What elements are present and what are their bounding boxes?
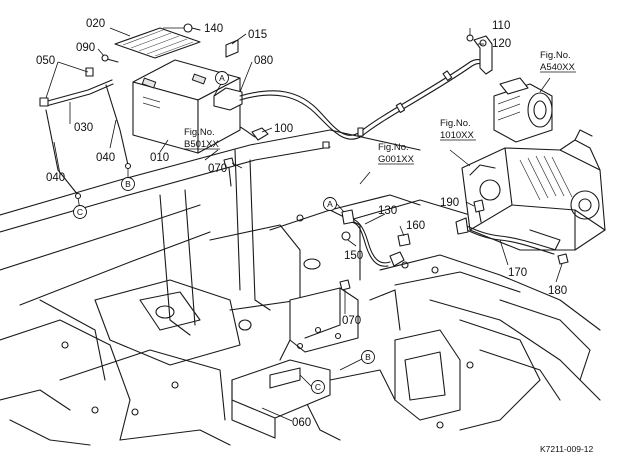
frame-chassis (0, 129, 601, 446)
starter-motor (493, 77, 553, 143)
svg-text:A: A (327, 199, 333, 209)
callout-190: 190 (440, 197, 459, 209)
connector-c-top: C (73, 205, 87, 219)
callout-030: 030 (74, 122, 93, 134)
callout-010: 010 (150, 152, 169, 164)
callout-110: 110 (492, 20, 510, 32)
callout-130: 130 (378, 205, 397, 217)
cable-100 (239, 126, 269, 141)
cable-080 (239, 59, 493, 149)
screw-140 (183, 23, 201, 33)
callout-040-right: 040 (96, 152, 115, 164)
callout-180: 180 (548, 285, 567, 297)
svg-text:C: C (77, 207, 83, 217)
svg-text:B: B (125, 179, 131, 189)
bolt-180 (557, 253, 569, 265)
svg-text:B501XX: B501XX (184, 139, 220, 150)
plate-015 (225, 39, 239, 58)
connector-b-top: B (121, 177, 135, 191)
callout-020: 020 (86, 18, 105, 30)
battery-hold (39, 67, 132, 200)
bolt-090 (101, 54, 119, 63)
figure-references: Fig.No. B501XX Fig.No. G001XX Fig.No. A5… (184, 50, 576, 165)
nut-150 (341, 231, 351, 241)
cable-130 (341, 209, 405, 267)
svg-text:C: C (315, 382, 321, 392)
svg-text:A540XX: A540XX (540, 62, 576, 73)
callout-070-upper: 070 (208, 163, 227, 175)
fig-ref-a540xx: Fig.No. A540XX (540, 50, 576, 73)
callout-160: 160 (406, 220, 425, 232)
bolt-190 (473, 199, 485, 223)
svg-text:A: A (219, 73, 225, 83)
battery-bracket (231, 287, 359, 439)
svg-text:1010XX: 1010XX (440, 130, 474, 141)
connector-a-mid: A (323, 197, 337, 211)
fig-ref-b501xx: Fig.No. B501XX (184, 127, 220, 150)
callout-120: 120 (492, 38, 511, 50)
callout-150: 150 (344, 250, 363, 262)
svg-text:Fig.No.: Fig.No. (378, 142, 409, 153)
svg-text:Fig.No.: Fig.No. (540, 50, 571, 61)
engine (461, 129, 606, 251)
callout-140: 140 (204, 23, 223, 35)
drawing-number: K7211-009-12 (540, 444, 594, 454)
callout-100: 100 (274, 123, 293, 135)
bolt-070-upper (223, 157, 235, 187)
svg-text:B: B (365, 352, 371, 362)
svg-text:G001XX: G001XX (378, 154, 415, 165)
callout-080: 080 (254, 55, 273, 67)
terminal-cover (213, 87, 243, 111)
battery-cover (114, 27, 201, 59)
callout-060: 060 (292, 417, 311, 429)
callout-050: 050 (36, 55, 55, 67)
fig-ref-g001xx: Fig.No. G001XX (378, 142, 415, 165)
fig-ref-1010xx: Fig.No. 1010XX (440, 118, 476, 141)
bolt-160 (397, 233, 411, 247)
bolt-070-lower (339, 279, 351, 291)
bracket-110 (466, 34, 493, 75)
svg-text:Fig.No.: Fig.No. (440, 118, 471, 129)
callout-015: 015 (248, 29, 267, 41)
callout-040-left: 040 (46, 172, 65, 184)
connector-c-bottom: C (311, 380, 325, 394)
callout-labels: 020 140 015 090 050 080 030 010 040 040 … (36, 18, 567, 429)
connector-b-bottom: B (361, 350, 375, 364)
callout-170: 170 (508, 267, 527, 279)
callout-070-lower: 070 (342, 315, 361, 327)
connector-markers: A B C A B C (73, 71, 375, 394)
connector-a-top: A (215, 71, 229, 85)
callout-090: 090 (76, 42, 95, 54)
svg-text:Fig.No.: Fig.No. (184, 127, 215, 138)
